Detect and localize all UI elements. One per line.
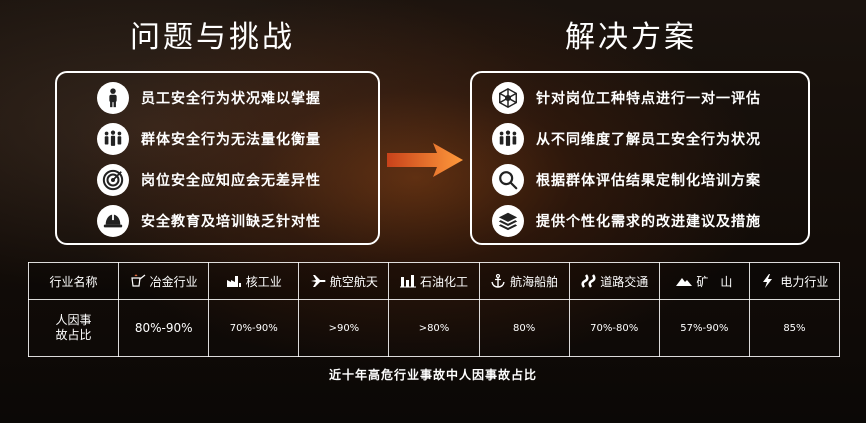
industry-value: >90% [298, 299, 390, 357]
solution-item: 从不同维度了解员工安全行为状况 [492, 123, 761, 155]
solution-text: 提供个性化需求的改进建议及措施 [536, 214, 761, 230]
problem-item: 安全教育及培训缺乏针对性 [97, 205, 321, 237]
industry-name: 道路交通 [600, 274, 649, 289]
table-header-cell: 石油化工 [388, 262, 480, 300]
refinery-icon [399, 275, 416, 288]
problems-panel: 员工安全行为状况难以掌握 群体安全行为无法量化衡量 岗位安全应知应会无差异性 安… [55, 71, 380, 245]
solution-item: 针对岗位工种特点进行一对一评估 [492, 82, 761, 114]
industry-name: 冶金行业 [149, 274, 198, 289]
table-header-cell: 道路交通 [568, 262, 660, 300]
industry-value: >80% [388, 299, 480, 357]
network-icon [492, 82, 524, 114]
problem-item: 员工安全行为状况难以掌握 [97, 82, 321, 114]
solutions-title: 解决方案 [565, 20, 697, 55]
table-header-cell: 电力行业 [748, 262, 841, 300]
industry-name: 航海船舶 [510, 274, 559, 289]
problem-item: 群体安全行为无法量化衡量 [97, 123, 321, 155]
person-icon [97, 82, 129, 114]
anchor-icon [491, 274, 505, 288]
table-header-cell: 航海船舶 [478, 262, 570, 300]
table-header-label: 行业名称 [27, 262, 120, 300]
problem-text: 安全教育及培训缺乏针对性 [141, 214, 321, 230]
industry-value: 85% [748, 299, 841, 357]
arrow-right-icon [387, 143, 463, 177]
table-row-label: 人因事故占比 [27, 299, 120, 357]
problem-item: 岗位安全应知应会无差异性 [97, 164, 321, 196]
mountain-icon [676, 278, 693, 286]
industry-value: 70%-80% [568, 299, 660, 357]
industry-name: 航空航天 [329, 274, 378, 289]
table-header-cell: 矿 山 [658, 262, 750, 300]
row-label-line1: 人因事 [55, 313, 92, 327]
group-icon [97, 123, 129, 155]
table-header-cell: 冶金行业 [118, 262, 210, 300]
industry-name: 电力行业 [780, 274, 829, 289]
group-icon [492, 123, 524, 155]
solution-text: 针对岗位工种特点进行一对一评估 [536, 91, 761, 107]
factory-icon [226, 276, 241, 287]
layers-icon [492, 205, 524, 237]
solution-item: 提供个性化需求的改进建议及措施 [492, 205, 761, 237]
helmet-icon [97, 205, 129, 237]
industry-name: 核工业 [245, 274, 282, 289]
magnifier-icon [492, 164, 524, 196]
problems-title: 问题与挑战 [130, 20, 295, 55]
industry-table: 行业名称 冶金行业 核工业 航空航天 石油化工 航海船舶 道路交通 矿 山 电力… [27, 262, 841, 357]
industry-name: 矿 山 [696, 274, 733, 289]
table-header-row: 行业名称 冶金行业 核工业 航空航天 石油化工 航海船舶 道路交通 矿 山 电力… [27, 262, 841, 300]
table-header-cell: 航空航天 [298, 262, 390, 300]
industry-name: 石油化工 [419, 274, 468, 289]
industry-value: 80% [478, 299, 570, 357]
row-label-line2: 故占比 [55, 328, 92, 342]
problem-text: 岗位安全应知应会无差异性 [141, 173, 321, 189]
ladle-icon [130, 274, 146, 287]
industry-value: 70%-90% [208, 299, 300, 357]
lightning-icon [763, 274, 773, 288]
airplane-icon [310, 275, 326, 287]
solutions-panel: 针对岗位工种特点进行一对一评估 从不同维度了解员工安全行为状况 根据群体评估结果… [470, 71, 810, 245]
table-value-row: 人因事故占比 80%-90% 70%-90% >90% >80% 80% 70%… [27, 299, 841, 357]
problem-text: 员工安全行为状况难以掌握 [141, 91, 321, 107]
solution-item: 根据群体评估结果定制化培训方案 [492, 164, 761, 196]
industry-value: 80%-90% [118, 299, 210, 357]
target-icon [97, 164, 129, 196]
industry-value: 57%-90% [658, 299, 750, 357]
problem-text: 群体安全行为无法量化衡量 [141, 132, 321, 148]
solution-text: 从不同维度了解员工安全行为状况 [536, 132, 761, 148]
solution-text: 根据群体评估结果定制化培训方案 [536, 173, 761, 189]
table-caption: 近十年高危行业事故中人因事故占比 [328, 368, 537, 382]
table-header-cell: 核工业 [208, 262, 300, 300]
road-icon [581, 274, 596, 288]
